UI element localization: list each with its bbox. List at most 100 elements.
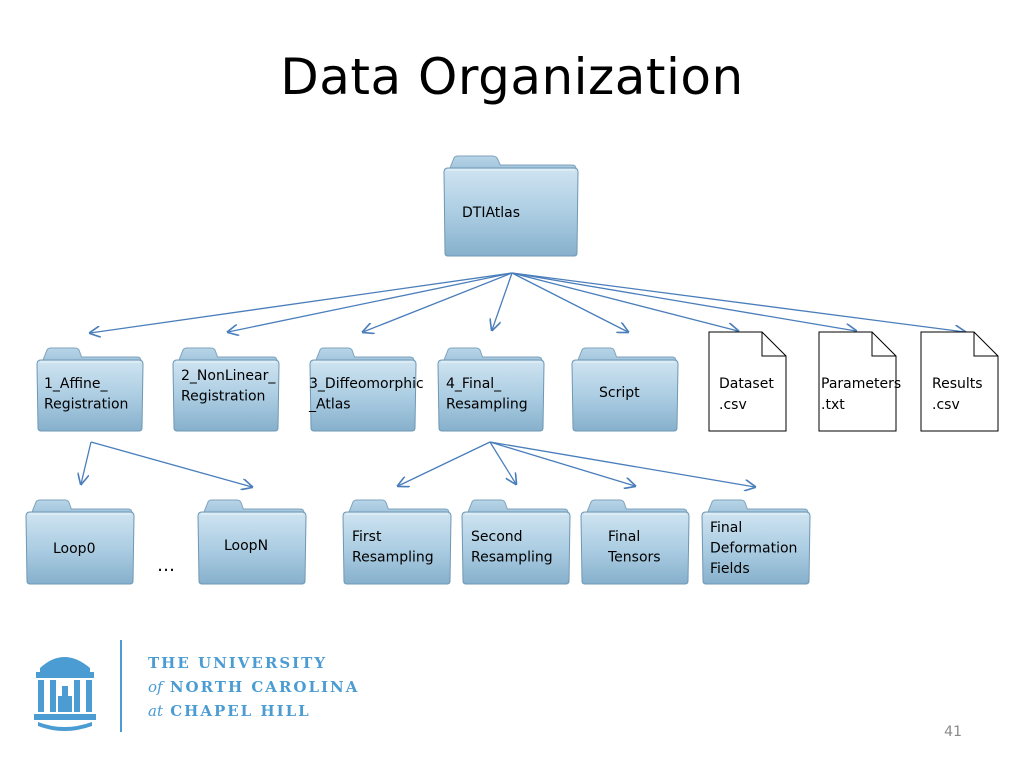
folder-body [571, 359, 679, 432]
file-nodes: Dataset .csv Parameters .txt Results .csv [708, 331, 999, 432]
folder-label-line: 3_Diffeomorphic [309, 376, 424, 392]
folder-level1-5[interactable]: Script [571, 347, 679, 432]
folder-label: 4_Final_ Resampling [446, 376, 528, 413]
folder-body [36, 359, 144, 432]
folder-label-line: _Atlas [308, 397, 351, 413]
folder-label-line: DTIAtlas [462, 205, 520, 221]
folder-label: 3_Diffeomorphic _Atlas [308, 376, 424, 413]
tree-arrow [511, 272, 856, 331]
folder-body [461, 511, 571, 585]
slide-title: Data Organization [280, 48, 744, 106]
file-label-line: Parameters [821, 376, 901, 392]
folder-body [25, 511, 135, 585]
folder-label-line: Resampling [446, 397, 528, 413]
folder-label-line: Loop0 [53, 541, 95, 557]
folder-label-line: Deformation [710, 541, 797, 557]
folder-label-line: Tensors [607, 550, 661, 566]
folder-label-line: Resampling [352, 550, 434, 566]
folder-level1-2[interactable]: 2_NonLinear_ Registration [172, 347, 280, 432]
file-3[interactable]: Results .csv [920, 331, 999, 432]
file-label-line: Dataset [719, 376, 774, 392]
folder-body [580, 511, 690, 585]
page-fold [871, 332, 896, 357]
folder-level1-3[interactable]: 3_Diffeomorphic _Atlas [308, 347, 424, 432]
old-well-icon [34, 657, 96, 731]
file-2[interactable]: Parameters .txt [818, 331, 901, 432]
folder-label-line: LoopN [224, 538, 268, 554]
tree-arrow [228, 272, 513, 332]
tree-arrow [489, 441, 755, 487]
unc-logo: THE UNIVERSITY of NORTH CAROLINA at CHAP… [34, 640, 359, 732]
folder-label: LoopN [224, 538, 268, 554]
tree-arrow [81, 441, 92, 484]
document-icon [708, 331, 787, 432]
folder-label: Loop0 [53, 541, 95, 557]
tree-edges [81, 272, 965, 487]
logo-divider [120, 640, 122, 732]
tree-arrow [489, 441, 516, 484]
folder-label-line: Registration [181, 389, 265, 405]
folder-body [197, 511, 307, 585]
document-icon [920, 331, 999, 432]
folder-label: 2_NonLinear_ Registration [181, 368, 276, 405]
folder-body [701, 511, 811, 585]
folder-label-line: 1_Affine_ [44, 376, 109, 392]
logo-line-3: at CHAPEL HILL [148, 702, 311, 720]
tree-arrow [511, 272, 738, 331]
folder-dtiatlas[interactable]: DTIAtlas [443, 155, 579, 257]
folder-label-line: Second [471, 529, 523, 545]
folder-label-line: Script [599, 385, 640, 401]
file-label-line: .csv [932, 397, 960, 413]
logo-line-2: of NORTH CAROLINA [148, 678, 359, 696]
folder-loop-1[interactable]: LoopN [197, 499, 307, 585]
page-fold [973, 332, 998, 357]
file-label: Results .csv [932, 376, 983, 413]
logo-line-1: THE UNIVERSITY [148, 654, 327, 672]
folder-loop-0[interactable]: Loop0 [25, 499, 135, 585]
folder-body [309, 359, 417, 432]
folder-label-line: Final [608, 529, 640, 545]
file-label-line: .txt [821, 397, 845, 413]
tree-arrow [363, 272, 513, 332]
folder-label: 1_Affine_ Registration [44, 376, 128, 413]
tree-arrow [489, 441, 635, 486]
folder-label: Script [599, 385, 640, 401]
folder-body [443, 167, 579, 257]
tree-arrow [90, 272, 513, 333]
ellipsis: … [157, 555, 175, 576]
folder-label-line: 2_NonLinear_ [181, 368, 276, 384]
folder-label-line: Resampling [471, 550, 553, 566]
document-icon [818, 331, 897, 432]
tree-arrow [511, 272, 628, 332]
folder-body [342, 511, 452, 585]
page-fold [761, 332, 786, 357]
tree-arrow [90, 441, 252, 487]
folder-nodes: DTIAtlas1_Affine_Registration2_NonLinear… [25, 155, 811, 585]
folder-label-line: Final [710, 520, 742, 536]
folder-level1-1[interactable]: 1_Affine_ Registration [36, 347, 144, 432]
folder-label-line: 4_Final_ [446, 376, 502, 392]
page-number: 41 [944, 724, 962, 740]
file-label-line: .csv [719, 397, 747, 413]
folder-body [172, 359, 280, 432]
tree-arrow [511, 272, 965, 332]
file-1[interactable]: Dataset .csv [708, 331, 787, 432]
folder-label-line: First [352, 529, 382, 545]
folder-label: DTIAtlas [462, 205, 520, 221]
file-label-line: Results [932, 376, 983, 392]
folder-label-line: Registration [44, 397, 128, 413]
folder-level1-4[interactable]: 4_Final_ Resampling [437, 347, 545, 432]
folder-body [437, 359, 545, 432]
file-label: Dataset .csv [719, 376, 774, 413]
tree-arrow [492, 272, 513, 330]
file-label: Parameters .txt [821, 376, 901, 413]
